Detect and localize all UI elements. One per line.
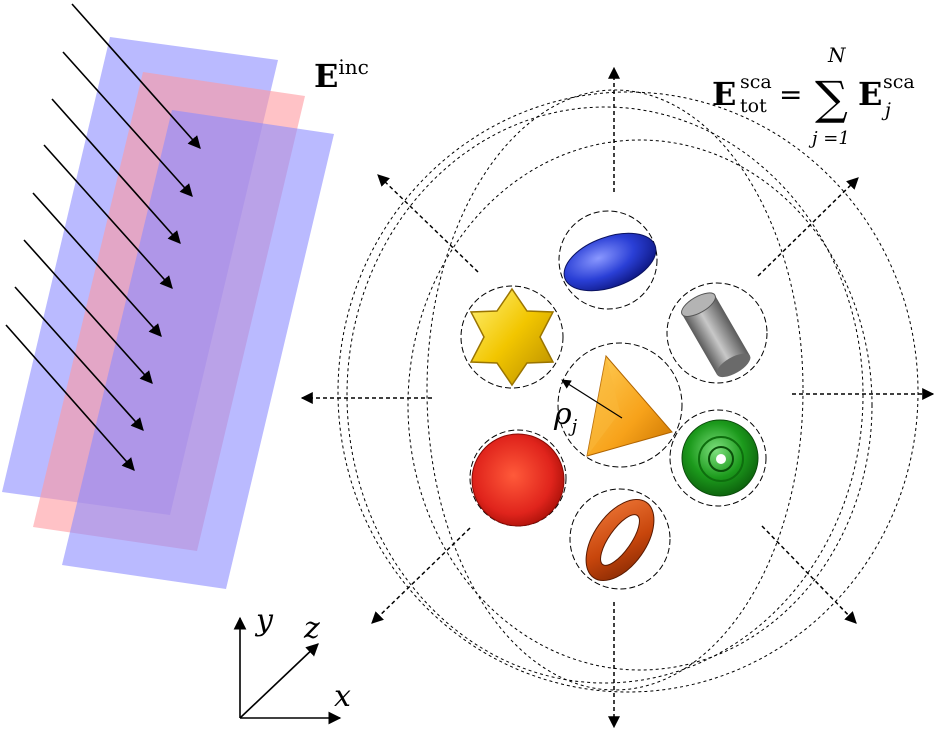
scattered-arrow-up-left (377, 174, 479, 273)
incident-arrow (62, 51, 193, 197)
eq-rhs-superscript: sca (883, 71, 915, 93)
eq-equals: = (779, 78, 802, 111)
enclosing-surfaces (337, 89, 919, 693)
eq-rhs-symbol: E (858, 75, 882, 113)
eq-sum-symbol: ∑ (815, 71, 848, 125)
radius-arrow (561, 379, 623, 419)
incident-arrow (43, 144, 173, 289)
orange-pyramid-scatterer (586, 354, 673, 457)
enclosing-surface (346, 106, 864, 684)
incident-arrow (5, 324, 135, 471)
enclosing-surface (407, 139, 873, 671)
bounding-circle (460, 285, 564, 389)
incident-arrow (71, 3, 201, 149)
enclosing-surface (426, 89, 804, 691)
incident-arrow (51, 98, 181, 244)
incident-wave-planes (2, 37, 334, 589)
radius-label: ρj (553, 397, 578, 437)
scattered-arrow-down-right (761, 525, 857, 624)
incident-field-label: Einc (314, 55, 369, 95)
eq-lhs-superscript: sca (740, 71, 772, 93)
bounding-circle (669, 409, 767, 507)
scattered-arrow-up-right (757, 177, 859, 277)
eq-sum-lower: j =1 (808, 128, 850, 149)
red-sphere-scatterer (471, 433, 565, 527)
incident-arrow (14, 286, 144, 431)
bounding-circle (569, 488, 671, 590)
x-axis-label: x (334, 679, 351, 714)
scattered-field-arrows (300, 66, 935, 729)
eq-rhs-subscript: j (881, 99, 891, 121)
bounding-circle (558, 210, 658, 310)
z-axis-label: z (303, 611, 320, 646)
scatterers (469, 232, 759, 582)
orange-torus-scatterer (585, 498, 655, 582)
gray-cylinder-scatterer (681, 292, 751, 378)
coordinate-axes (233, 616, 342, 725)
scattered-arrow-down-left (371, 527, 471, 624)
eq-sum-upper: N (827, 43, 847, 67)
yellow-star-scatterer (469, 287, 555, 387)
blue-ellipsoid-scatterer (563, 232, 657, 292)
green-torus-scatterer (681, 419, 759, 497)
eq-lhs-symbol: E (712, 75, 736, 113)
bounding-circle (666, 282, 768, 384)
z-axis (239, 643, 319, 719)
bounding-circle (557, 342, 683, 468)
enclosing-surface (337, 91, 919, 693)
incident-arrow (32, 192, 162, 337)
incident-wave-arrows (5, 3, 201, 471)
y-axis-label: y (254, 603, 274, 638)
eq-lhs-subscript: tot (740, 95, 767, 117)
incident-arrow (23, 239, 153, 384)
total-scattered-equation: E sca tot = ∑ N j =1 E sca j (712, 43, 915, 149)
